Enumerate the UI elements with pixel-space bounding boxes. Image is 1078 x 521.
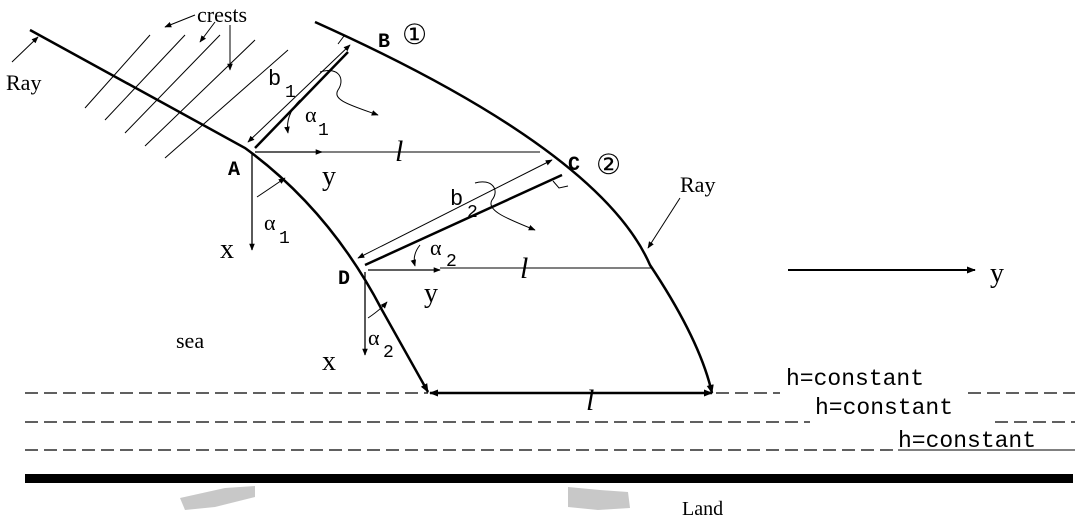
alpha1-lower-sub: 1 — [279, 229, 290, 249]
crests-label: crests — [197, 2, 247, 27]
axis-d-y-label: y — [424, 278, 438, 309]
crest-pointer-arrows — [164, 14, 233, 71]
sea-label: sea — [176, 328, 204, 353]
depth-contour-label-2: h=constant — [815, 395, 953, 421]
ray-right-curve — [314, 20, 714, 394]
angle-arc-alpha1-lower — [256, 177, 286, 198]
alpha2-lower-label: α — [368, 325, 380, 350]
b2-label: b — [450, 187, 463, 212]
ell-upper-label: l — [395, 135, 403, 168]
alpha2-upper-label: α — [430, 235, 442, 260]
axis-a-y-label: y — [322, 161, 336, 192]
wave-crest-lines — [84, 34, 289, 159]
depth-contour-label-1: h=constant — [786, 366, 924, 392]
ray-left-pointer — [11, 36, 39, 63]
b2-subscript: 2 — [467, 203, 478, 223]
depth-contour-lines — [25, 392, 1075, 451]
angle-arc-alpha2-lower — [367, 301, 388, 319]
alpha1-upper-label: α — [305, 102, 317, 127]
global-y-label: y — [990, 258, 1004, 289]
b1-label: b — [268, 67, 281, 92]
point-a-label: A — [228, 159, 240, 182]
axis-a-x-label: x — [220, 234, 234, 265]
ray-right-label: Ray — [680, 172, 715, 197]
land-arrow-left — [180, 486, 255, 510]
orthogonal-1-marker: ① — [402, 20, 427, 51]
b1-dimension-arrow — [247, 44, 351, 143]
orthogonal-2-marker: ② — [596, 150, 621, 181]
land-label: Land — [682, 498, 723, 520]
angle-arc-alpha2-upper — [410, 244, 421, 267]
ray-right-pointer — [647, 197, 681, 249]
propagation-wave-arrow-2 — [474, 181, 536, 231]
ell-middle-label: l — [520, 252, 528, 285]
propagation-wave-arrow-1 — [319, 70, 379, 116]
alpha1-upper-sub: 1 — [318, 121, 329, 141]
axis-d-x-label: x — [322, 346, 336, 377]
point-b-label: B — [378, 31, 390, 54]
land-arrow-right — [568, 487, 630, 510]
b1-subscript: 1 — [285, 83, 296, 103]
point-c-label: C — [568, 154, 580, 177]
wavefront-dc — [364, 173, 563, 267]
ray-left-curve — [29, 28, 430, 393]
alpha1-lower-label: α — [264, 210, 276, 235]
ray-left-label: Ray — [6, 70, 41, 95]
ell-bottom-label: l — [586, 384, 594, 417]
alpha2-upper-sub: 2 — [446, 252, 457, 272]
angle-arc-alpha1-upper — [284, 99, 301, 134]
alpha2-lower-sub: 2 — [383, 343, 394, 363]
coastline-bar — [25, 474, 1073, 483]
point-d-label: D — [338, 268, 350, 291]
b2-dimension-arrow — [357, 159, 553, 259]
right-angle-mark-b — [337, 35, 353, 45]
right-angle-mark-c — [552, 180, 569, 189]
